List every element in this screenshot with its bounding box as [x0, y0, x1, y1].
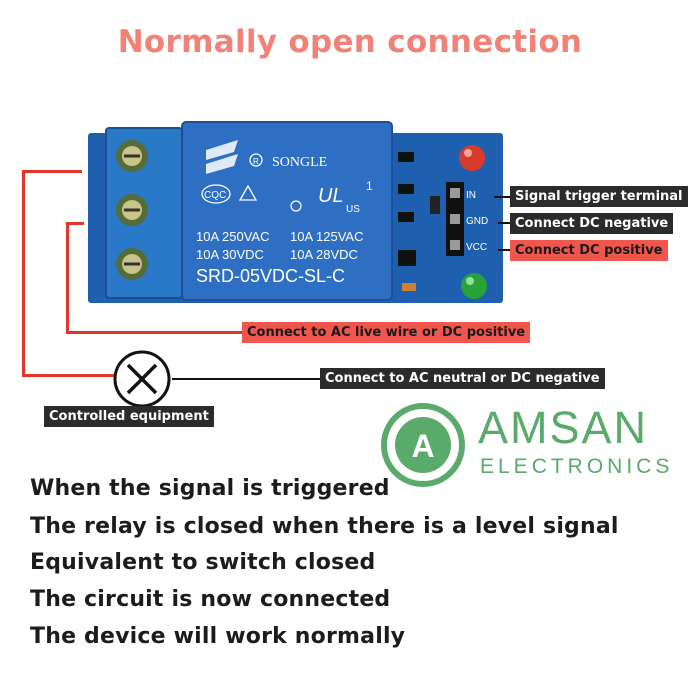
pin-vcc-label: VCC	[466, 242, 487, 253]
pin-gnd-label: GND	[466, 216, 488, 227]
description-line: The device will work normally	[30, 624, 406, 649]
description-line: Equivalent to switch closed	[30, 550, 376, 575]
logo-letter: A	[411, 428, 434, 464]
label-dc-positive: Connect DC positive	[510, 240, 668, 261]
label-ac-neutral: Connect to AC neutral or DC negative	[320, 368, 605, 389]
green-led	[461, 273, 487, 299]
relay-rating: 10A 125VAC	[290, 229, 363, 244]
leader-line	[498, 222, 510, 224]
amsan-logo-icon: A	[381, 403, 465, 487]
wire-com	[66, 222, 84, 225]
screw-terminals	[116, 140, 148, 280]
svg-text:R: R	[253, 157, 259, 166]
leader-line	[172, 378, 322, 380]
relay-rating: 10A 28VDC	[290, 247, 358, 262]
relay-rating: 10A 250VAC	[196, 229, 269, 244]
relay-rating: 10A 30VDC	[196, 247, 264, 262]
leader-line	[494, 196, 510, 198]
equipment-x-icon	[113, 350, 171, 408]
wire-to-live	[66, 331, 244, 334]
brand-sub: ELECTRONICS	[480, 455, 674, 478]
wire-to-equipment	[22, 374, 114, 377]
svg-text:1: 1	[366, 179, 373, 193]
red-led	[459, 145, 485, 171]
relay-ul-mark: US	[346, 204, 360, 215]
wire-left-vertical	[22, 170, 25, 376]
page-title: Normally open connection	[117, 24, 583, 60]
label-signal-trigger: Signal trigger terminal	[510, 186, 688, 207]
relay-cert: CQC	[204, 190, 226, 201]
description-line: When the signal is triggered	[30, 476, 390, 501]
wire-com-vertical	[66, 222, 69, 334]
brand-name: AMSAN	[478, 402, 649, 453]
pin-in-label: IN	[466, 190, 476, 201]
wire-nc-top	[22, 170, 82, 173]
relay-model: SRD-05VDC-SL-C	[196, 266, 345, 286]
relay-body	[181, 121, 393, 301]
leader-line	[498, 249, 510, 251]
label-ac-live: Connect to AC live wire or DC positive	[242, 322, 531, 343]
description-line: The relay is closed when there is a leve…	[30, 514, 619, 539]
description-line: The circuit is now connected	[30, 587, 391, 612]
label-dc-negative: Connect DC negative	[510, 213, 674, 234]
svg-text:UL: UL	[318, 185, 344, 207]
label-controlled-equipment: Controlled equipment	[44, 406, 214, 427]
relay-brand: SONGLE	[272, 155, 327, 170]
